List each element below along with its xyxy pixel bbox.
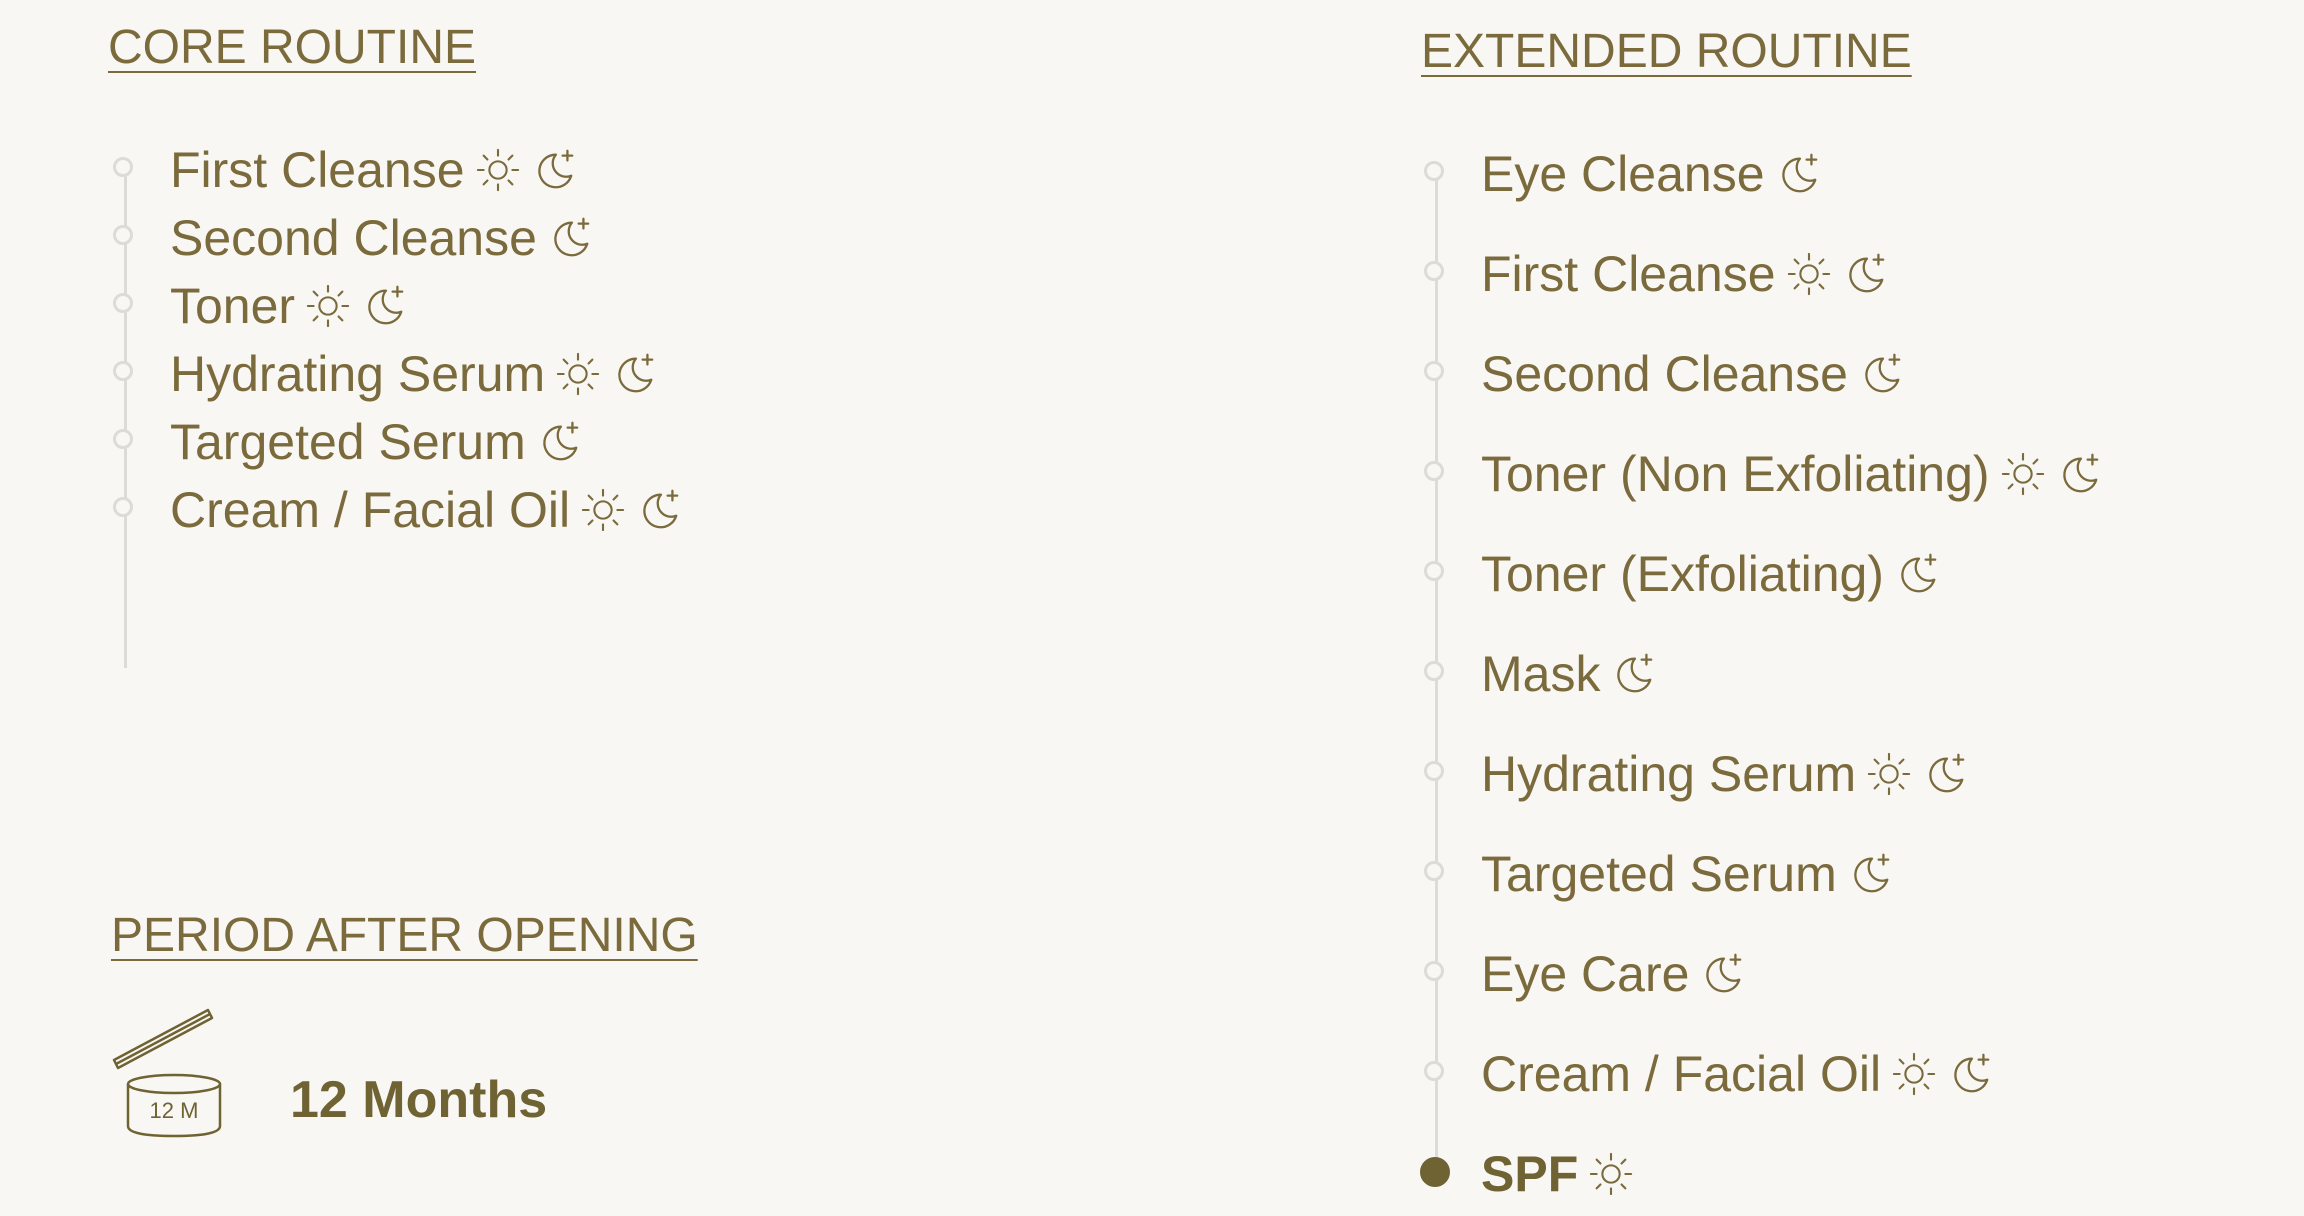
core-routine-title: CORE ROUTINE: [108, 21, 477, 74]
step-content: SPF: [1481, 1144, 1634, 1204]
moon-icon: [531, 147, 577, 193]
moon-icon: [536, 419, 582, 465]
step-marker: [1424, 1061, 1444, 1081]
moon-icon: [611, 351, 657, 397]
moon-icon: [1775, 151, 1821, 197]
step-label: Hydrating Serum: [1481, 746, 1857, 802]
step-content: Toner (Exfoliating): [1481, 544, 1940, 604]
step-content: Second Cleanse: [1481, 344, 1904, 404]
step-marker: [113, 497, 133, 517]
step-label: Toner (Exfoliating): [1481, 546, 1884, 602]
step-content: Targeted Serum: [170, 412, 582, 472]
step-content: Second Cleanse: [170, 208, 593, 268]
extended-routine-title: EXTENDED ROUTINE: [1421, 25, 1912, 78]
step-label: Eye Care: [1481, 946, 1690, 1002]
step-marker: [113, 225, 133, 245]
step-label: Targeted Serum: [1481, 846, 1837, 902]
step-marker: [1424, 561, 1444, 581]
step-marker: [113, 361, 133, 381]
step-marker: [113, 157, 133, 177]
moon-icon: [1699, 951, 1745, 997]
step-content: Targeted Serum: [1481, 844, 1893, 904]
step-label: Cream / Facial Oil: [170, 482, 571, 538]
step-marker: [113, 429, 133, 449]
step-marker: [1424, 961, 1444, 981]
sun-icon: [1891, 1051, 1937, 1097]
sun-icon: [580, 487, 626, 533]
step-marker: [1424, 161, 1444, 181]
period-after-opening-value: 12 Months: [290, 1071, 548, 1129]
sun-icon: [1588, 1151, 1634, 1197]
step-content: Eye Care: [1481, 944, 1745, 1004]
step-marker: [1424, 261, 1444, 281]
step-marker: [113, 293, 133, 313]
step-content: Cream / Facial Oil: [1481, 1044, 1993, 1104]
sun-icon: [2000, 451, 2046, 497]
step-content: Eye Cleanse: [1481, 144, 1821, 204]
step-label: Second Cleanse: [170, 210, 537, 266]
step-label: Hydrating Serum: [170, 346, 546, 402]
open-jar-icon: 12 M: [110, 1000, 230, 1150]
moon-icon: [1947, 1051, 1993, 1097]
moon-icon: [1894, 551, 1940, 597]
step-label: First Cleanse: [1481, 246, 1776, 302]
step-label: Toner (Non Exfoliating): [1481, 446, 1990, 502]
moon-icon: [1847, 851, 1893, 897]
step-content: Hydrating Serum: [1481, 744, 1968, 804]
moon-icon: [361, 283, 407, 329]
step-marker: [1424, 661, 1444, 681]
moon-icon: [2056, 451, 2102, 497]
step-label: Toner: [170, 278, 296, 334]
period-after-opening-title: PERIOD AFTER OPENING: [111, 909, 698, 962]
step-content: First Cleanse: [170, 140, 577, 200]
step-marker: [1424, 461, 1444, 481]
sun-icon: [555, 351, 601, 397]
step-content: Toner: [170, 276, 407, 336]
step-label: Mask: [1481, 646, 1601, 702]
jar-label: 12 M: [150, 1098, 199, 1123]
moon-icon: [1922, 751, 1968, 797]
step-label: Cream / Facial Oil: [1481, 1046, 1882, 1102]
step-content: Toner (Non Exfoliating): [1481, 444, 2102, 504]
step-content: Hydrating Serum: [170, 344, 657, 404]
sun-icon: [1786, 251, 1832, 297]
step-label: First Cleanse: [170, 142, 465, 198]
step-label: Second Cleanse: [1481, 346, 1848, 402]
step-label: Targeted Serum: [170, 414, 526, 470]
step-marker: [1424, 761, 1444, 781]
step-marker: [1424, 861, 1444, 881]
active-step-marker: [1420, 1157, 1450, 1187]
step-marker: [1424, 361, 1444, 381]
moon-icon: [636, 487, 682, 533]
sun-icon: [305, 283, 351, 329]
period-after-opening: 12 M 12 Months: [110, 1000, 630, 1150]
moon-icon: [547, 215, 593, 261]
moon-icon: [1842, 251, 1888, 297]
moon-icon: [1610, 651, 1656, 697]
moon-icon: [1858, 351, 1904, 397]
step-content: Mask: [1481, 644, 1656, 704]
timeline-rail: [124, 168, 127, 668]
sun-icon: [1866, 751, 1912, 797]
step-label: SPF: [1481, 1146, 1579, 1202]
step-content: First Cleanse: [1481, 244, 1888, 304]
step-label: Eye Cleanse: [1481, 146, 1765, 202]
step-content: Cream / Facial Oil: [170, 480, 682, 540]
sun-icon: [475, 147, 521, 193]
